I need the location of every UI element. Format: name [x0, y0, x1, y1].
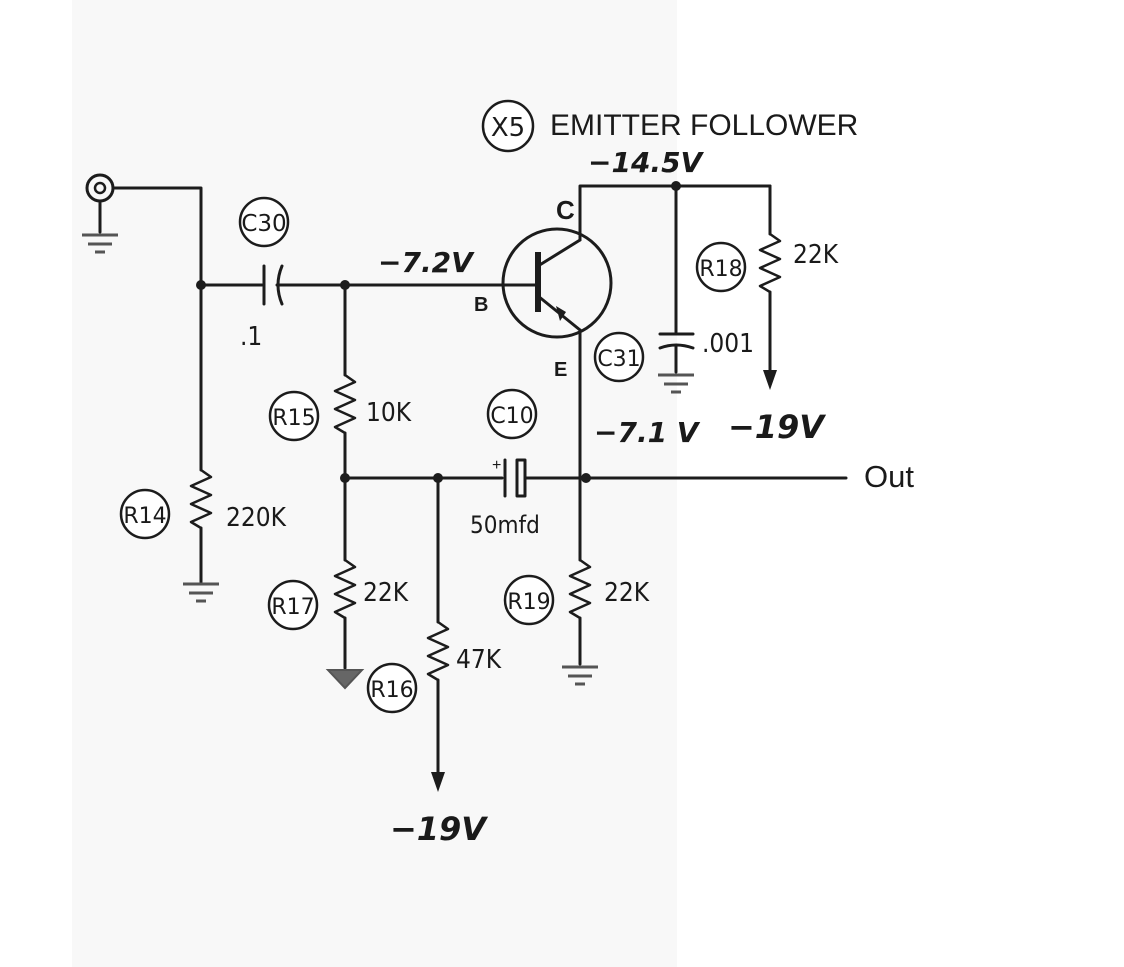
c10-ref-label: C10: [490, 404, 533, 429]
r17-resistor-icon: [333, 558, 357, 620]
r15-ref-label: R15: [272, 406, 315, 431]
bottom-supply-voltage: −19V: [390, 810, 488, 848]
r17-ref-label: R17: [271, 595, 314, 620]
r18-resistor-icon: [758, 232, 782, 294]
r15-value: 10K: [366, 398, 412, 428]
r18-ref-circle: [695, 241, 747, 293]
input-wire: [111, 186, 203, 287]
r19-resistor-icon: [568, 558, 592, 620]
c10-value: 50mfd: [470, 511, 540, 539]
transistor-icon: [501, 227, 613, 339]
r15-ref-circle: [268, 390, 320, 442]
schematic-title: EMITTER FOLLOWER: [550, 109, 858, 142]
r16-ref-label: R16: [370, 678, 413, 703]
jack-ground-icon: [82, 233, 118, 254]
c30-ref-label: C30: [241, 211, 286, 237]
r16-value: 47K: [456, 645, 502, 675]
r15-resistor-icon: [333, 373, 357, 435]
emitter-voltage: −7.1 V: [594, 416, 701, 449]
c31-ref-label: C31: [597, 347, 640, 372]
emitter-pin-label: E: [554, 359, 567, 381]
c30-ref-circle: [238, 196, 290, 248]
svg-text:+: +: [492, 457, 501, 474]
collector-rail: [578, 184, 772, 242]
r17-value: 22K: [363, 578, 409, 608]
r14-ref-circle: [119, 488, 171, 540]
r19-ref-label: R19: [507, 590, 550, 615]
r18-value: 22K: [793, 240, 839, 270]
base-voltage: −7.2V: [378, 246, 475, 279]
input-jack-icon: [85, 173, 115, 234]
r14-ref-label: R14: [123, 504, 166, 529]
r19-value: 22K: [604, 578, 650, 608]
r14-ground-icon: [183, 582, 219, 603]
c31-ref-circle: [593, 331, 645, 383]
c10-ref-circle: [486, 388, 538, 440]
r14-value: 220K: [226, 503, 287, 533]
output-label: Out: [864, 459, 914, 494]
r17-ref-circle: [267, 579, 319, 631]
base-pin-label: B: [474, 294, 488, 316]
c31-ground-icon: [658, 373, 694, 394]
r16-resistor-icon: [426, 620, 450, 682]
r16-supply-arrow-icon: [431, 772, 445, 792]
x5-ref-circle: [481, 99, 535, 153]
r16-ref-circle: [366, 662, 418, 714]
collector-pin-label: C: [556, 195, 575, 225]
c31-value: .001: [702, 329, 754, 359]
c10-capacitor-icon: +: [492, 457, 527, 498]
r17-ground-icon: [325, 669, 365, 690]
paper-background: [72, 0, 677, 967]
r18-supply-arrow-icon: [763, 370, 777, 390]
x5-ref-label: X5: [491, 113, 525, 143]
c30-value: .1: [240, 322, 262, 352]
r19-ref-circle: [503, 574, 555, 626]
r19-ground-icon: [562, 665, 598, 686]
r14-resistor-icon: [189, 468, 213, 530]
collector-voltage: −14.5V: [588, 146, 705, 179]
r18-ref-label: R18: [699, 257, 742, 282]
right-supply-voltage: −19V: [728, 408, 826, 446]
